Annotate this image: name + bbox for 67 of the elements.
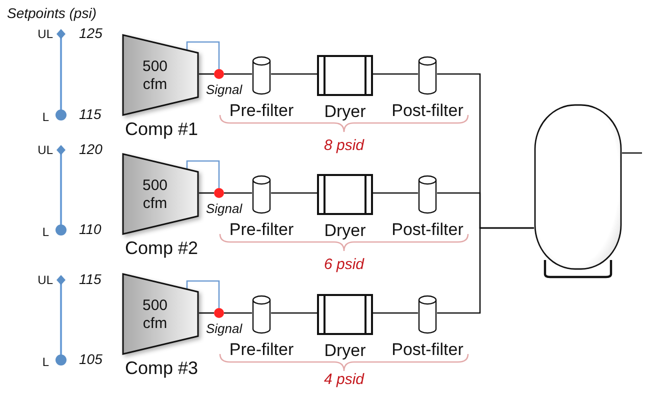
connector-line (199, 192, 214, 194)
compressor-symbol (122, 34, 199, 116)
pressure-drop-label: 4 psid (324, 371, 364, 389)
filter-cylinder (418, 56, 437, 95)
compressor-symbol (122, 153, 199, 235)
setpoint-value: 115 (79, 271, 102, 288)
receiver-tank (534, 104, 622, 278)
component-label: Dryer (324, 342, 366, 360)
connector-line (373, 312, 418, 314)
setpoint-value: 120 (79, 141, 102, 158)
component-label: Post-filter (392, 341, 464, 359)
compressor-symbol (122, 273, 199, 355)
component-label: Pre-filter (229, 102, 294, 120)
component-label: Post-filter (392, 221, 464, 239)
component-label: Pre-filter (229, 341, 294, 359)
connector-line (186, 160, 220, 188)
component-label: Pre-filter (229, 221, 294, 239)
connector-line (271, 192, 317, 194)
connector-line (186, 280, 220, 308)
connector-line (437, 227, 534, 314)
connector-line (622, 152, 642, 154)
filter-cylinder (252, 175, 271, 214)
compressor-label: Comp #2 (125, 237, 198, 259)
connector-line (271, 312, 317, 314)
connector-line (186, 41, 220, 69)
limit-label: UL (36, 27, 53, 42)
compressor-label: Comp #1 (125, 118, 198, 140)
capacity-text: 500 cfm (141, 297, 169, 333)
signal-label: Signal (206, 321, 242, 337)
dryer-unit (317, 294, 373, 335)
filter-cylinder (252, 295, 271, 334)
pressure-drop-label: 8 psid (324, 137, 364, 155)
limit-label: L (41, 355, 49, 370)
connector-line (373, 192, 418, 194)
setpoint-value: 115 (79, 106, 102, 123)
filter-cylinder (418, 175, 437, 214)
setpoint-value: 125 (79, 25, 102, 42)
signal-dot-icon (214, 308, 224, 318)
compressor-label: Comp #3 (125, 357, 198, 379)
signal-label: Signal (206, 201, 242, 217)
connector-line (224, 312, 252, 314)
limit-label: UL (36, 273, 53, 288)
filter-cylinder (418, 295, 437, 334)
signal-label: Signal (206, 82, 242, 98)
connector-line (199, 73, 214, 75)
capacity-text: 500 cfm (141, 177, 169, 213)
component-label: Dryer (324, 222, 366, 240)
pressure-drop-label: 6 psid (324, 256, 364, 274)
capacity-text: 500 cfm (141, 58, 169, 94)
dryer-unit (317, 55, 373, 96)
dryer-unit (317, 174, 373, 215)
signal-dot-icon (214, 69, 224, 79)
connector-line (271, 73, 317, 75)
filter-cylinder (252, 56, 271, 95)
component-label: Post-filter (392, 102, 464, 120)
limit-label: L (41, 225, 49, 240)
setpoint-value: 105 (79, 351, 102, 368)
setpoint-value: 110 (79, 221, 102, 238)
connector-line (373, 73, 418, 75)
connector-line (199, 312, 214, 314)
limit-label: L (41, 110, 49, 125)
connector-line (224, 192, 252, 194)
connector-line (224, 73, 252, 75)
limit-label: UL (36, 143, 53, 158)
scale-heading: Setpoints (psi) (7, 5, 96, 21)
component-label: Dryer (324, 103, 366, 121)
signal-dot-icon (214, 188, 224, 198)
